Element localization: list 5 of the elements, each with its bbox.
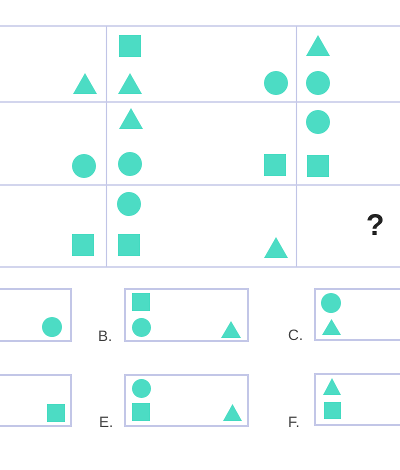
- question-mark: ?: [366, 211, 384, 241]
- option-letter: F.: [288, 415, 300, 430]
- option-letter: B.: [98, 329, 112, 344]
- option-letter: E.: [99, 415, 114, 430]
- option-letter: C.: [288, 328, 303, 343]
